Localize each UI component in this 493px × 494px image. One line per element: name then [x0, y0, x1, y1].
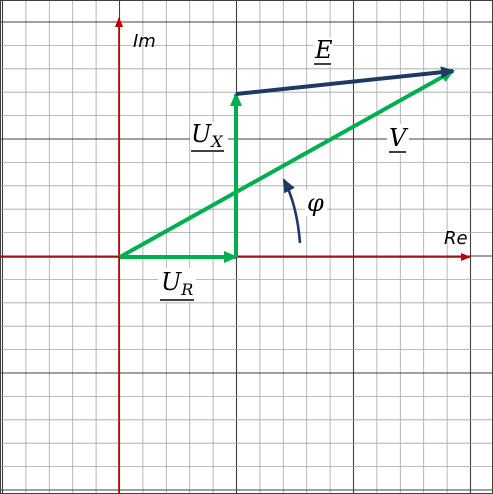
label-phi: φ [305, 189, 327, 217]
vector-v [119, 69, 455, 259]
real-axis-label: Re [444, 228, 468, 249]
label-e: E [313, 36, 333, 67]
svg-text:UX: UX [191, 120, 223, 151]
label-v-symbol: V [389, 124, 409, 152]
label-e-symbol: E [314, 36, 333, 64]
label-ur: UR [158, 268, 196, 302]
label-ux-symbol: U [191, 120, 212, 148]
angle-symbol: φ [307, 189, 324, 217]
label-ux-subscript: X [209, 132, 223, 151]
vector-e [235, 66, 455, 96]
angle-arc [282, 178, 302, 244]
label-ur-symbol: U [161, 268, 182, 296]
label-ux: UX [190, 120, 228, 152]
label-ur-subscript: R [180, 280, 193, 299]
label-v: V [387, 124, 409, 154]
imaginary-axis-label: Im [133, 31, 156, 52]
svg-text:UR: UR [161, 268, 193, 299]
